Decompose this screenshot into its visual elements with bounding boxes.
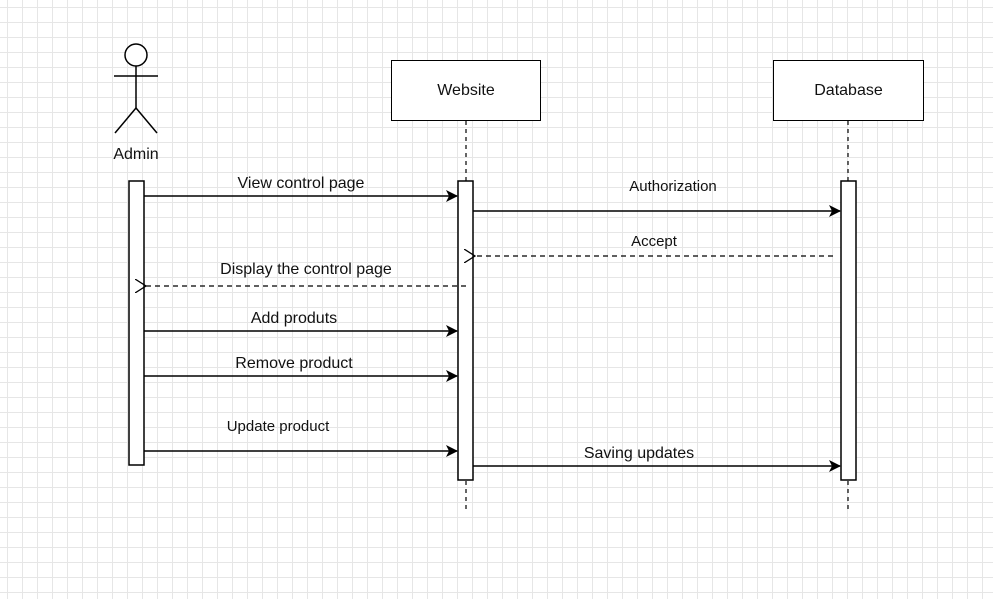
view-control-page-label: View control page	[237, 175, 365, 192]
remove-product-label: Remove product	[235, 355, 353, 372]
website-participant-box: Website	[391, 60, 541, 121]
saving-updates-label: Saving updates	[583, 445, 695, 462]
admin-actor-figure	[114, 43, 158, 134]
accept-label: Accept	[631, 233, 677, 250]
add-products-label: Add produts	[250, 310, 338, 327]
display-control-page-label: Display the control page	[220, 261, 392, 278]
website-activation-bar	[457, 180, 474, 481]
admin-actor-label: Admin	[113, 146, 159, 163]
website-participant-label: Website	[437, 81, 495, 99]
authorization-label: Authorization	[629, 178, 717, 195]
database-participant-box: Database	[773, 60, 924, 121]
database-participant-label: Database	[814, 81, 883, 99]
update-product-label: Update product	[226, 418, 330, 435]
admin-activation-bar	[128, 180, 145, 466]
database-activation-bar	[840, 180, 857, 481]
